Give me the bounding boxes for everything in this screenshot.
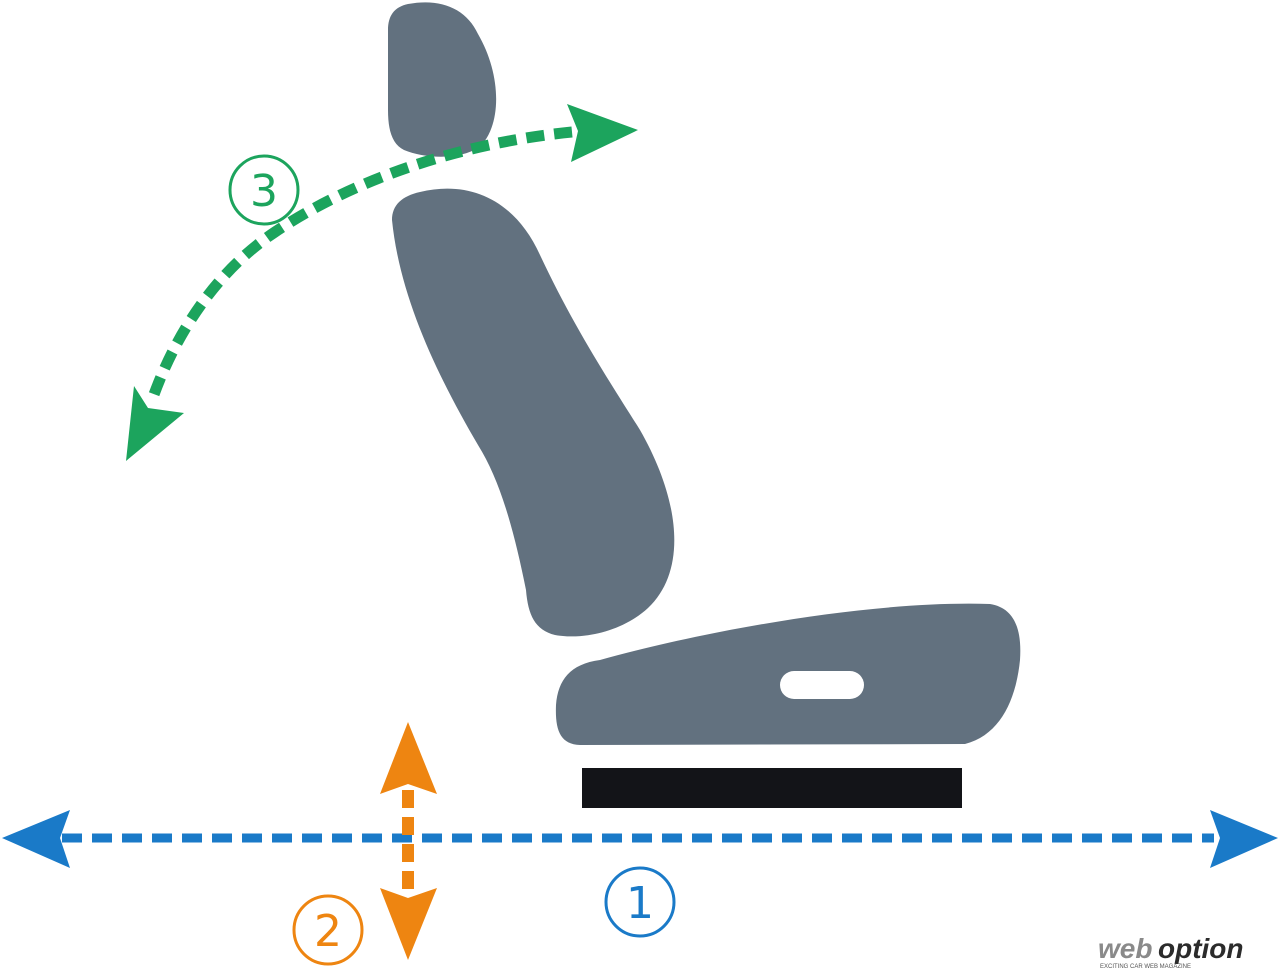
logo-web: web [1098, 933, 1152, 964]
recline-label-digit: 3 [250, 166, 278, 217]
backrest [392, 188, 675, 637]
height-label-digit: 2 [314, 906, 342, 957]
recline-label-circle [228, 154, 300, 226]
logo-tagline: EXCITING CAR WEB MAGAZINE [1100, 964, 1191, 970]
seat-rail [582, 768, 962, 808]
recline-arrow-line [146, 126, 573, 402]
slide-arrowhead-right [1210, 810, 1278, 868]
slide-arrow: ① 1 [2, 810, 1278, 938]
slide-label-digit: 1 [626, 878, 654, 929]
height-label-circle [292, 894, 364, 966]
height-arrowhead-down [380, 888, 437, 960]
recline-arrow: ③ 3 [126, 104, 638, 461]
car-seat [388, 2, 1021, 808]
height-arrow: ② 2 [292, 722, 437, 966]
seat-lever-slot [780, 671, 864, 699]
recline-arrowhead-bottom [126, 386, 184, 461]
recline-arrowhead-top [567, 104, 638, 162]
weboption-logo: web option EXCITING CAR WEB MAGAZINE [1098, 933, 1244, 970]
slide-label-circle [604, 866, 676, 938]
logo-option: option [1158, 933, 1244, 964]
headrest [388, 2, 497, 157]
height-arrowhead-up [380, 722, 437, 794]
slide-arrowhead-left [2, 810, 70, 868]
